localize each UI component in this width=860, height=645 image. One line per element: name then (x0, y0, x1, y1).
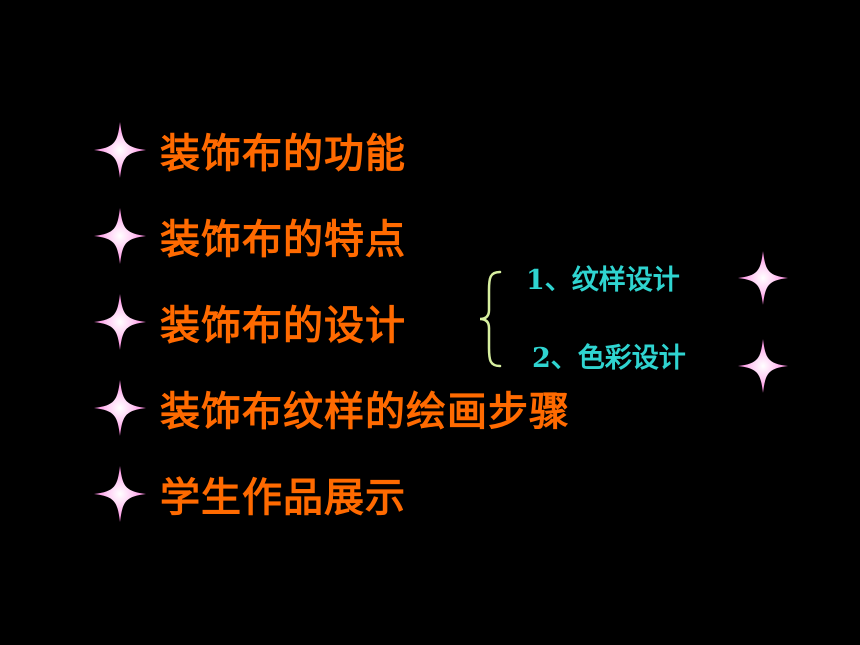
menu-item-label: 装饰布的特点 (160, 217, 406, 263)
sub-item-pattern-design[interactable]: 1、纹样设计 (526, 265, 680, 296)
four-point-star-icon (94, 208, 146, 264)
four-point-star-icon (94, 122, 146, 178)
curly-brace (479, 270, 502, 368)
four-point-star-icon[interactable] (738, 250, 788, 306)
menu-item-label: 装饰布纹样的绘画步骤 (160, 389, 570, 435)
four-point-star-icon[interactable] (738, 338, 788, 394)
menu-item-label: 装饰布的设计 (160, 303, 406, 349)
menu-item-label: 装饰布的功能 (160, 131, 406, 177)
four-point-star-icon (94, 380, 146, 436)
menu-item-student-works[interactable]: 学生作品展示 (94, 464, 406, 524)
four-point-star-icon (94, 294, 146, 350)
menu-item-design[interactable]: 装饰布的设计 (94, 292, 406, 352)
menu-item-features[interactable]: 装饰布的特点 (94, 206, 406, 266)
four-point-star-icon (94, 466, 146, 522)
menu-item-drawing-steps[interactable]: 装饰布纹样的绘画步骤 (94, 378, 570, 438)
menu-item-function[interactable]: 装饰布的功能 (94, 120, 406, 180)
menu-item-label: 学生作品展示 (160, 475, 406, 521)
sub-item-color-design[interactable]: 2、色彩设计 (532, 343, 686, 374)
